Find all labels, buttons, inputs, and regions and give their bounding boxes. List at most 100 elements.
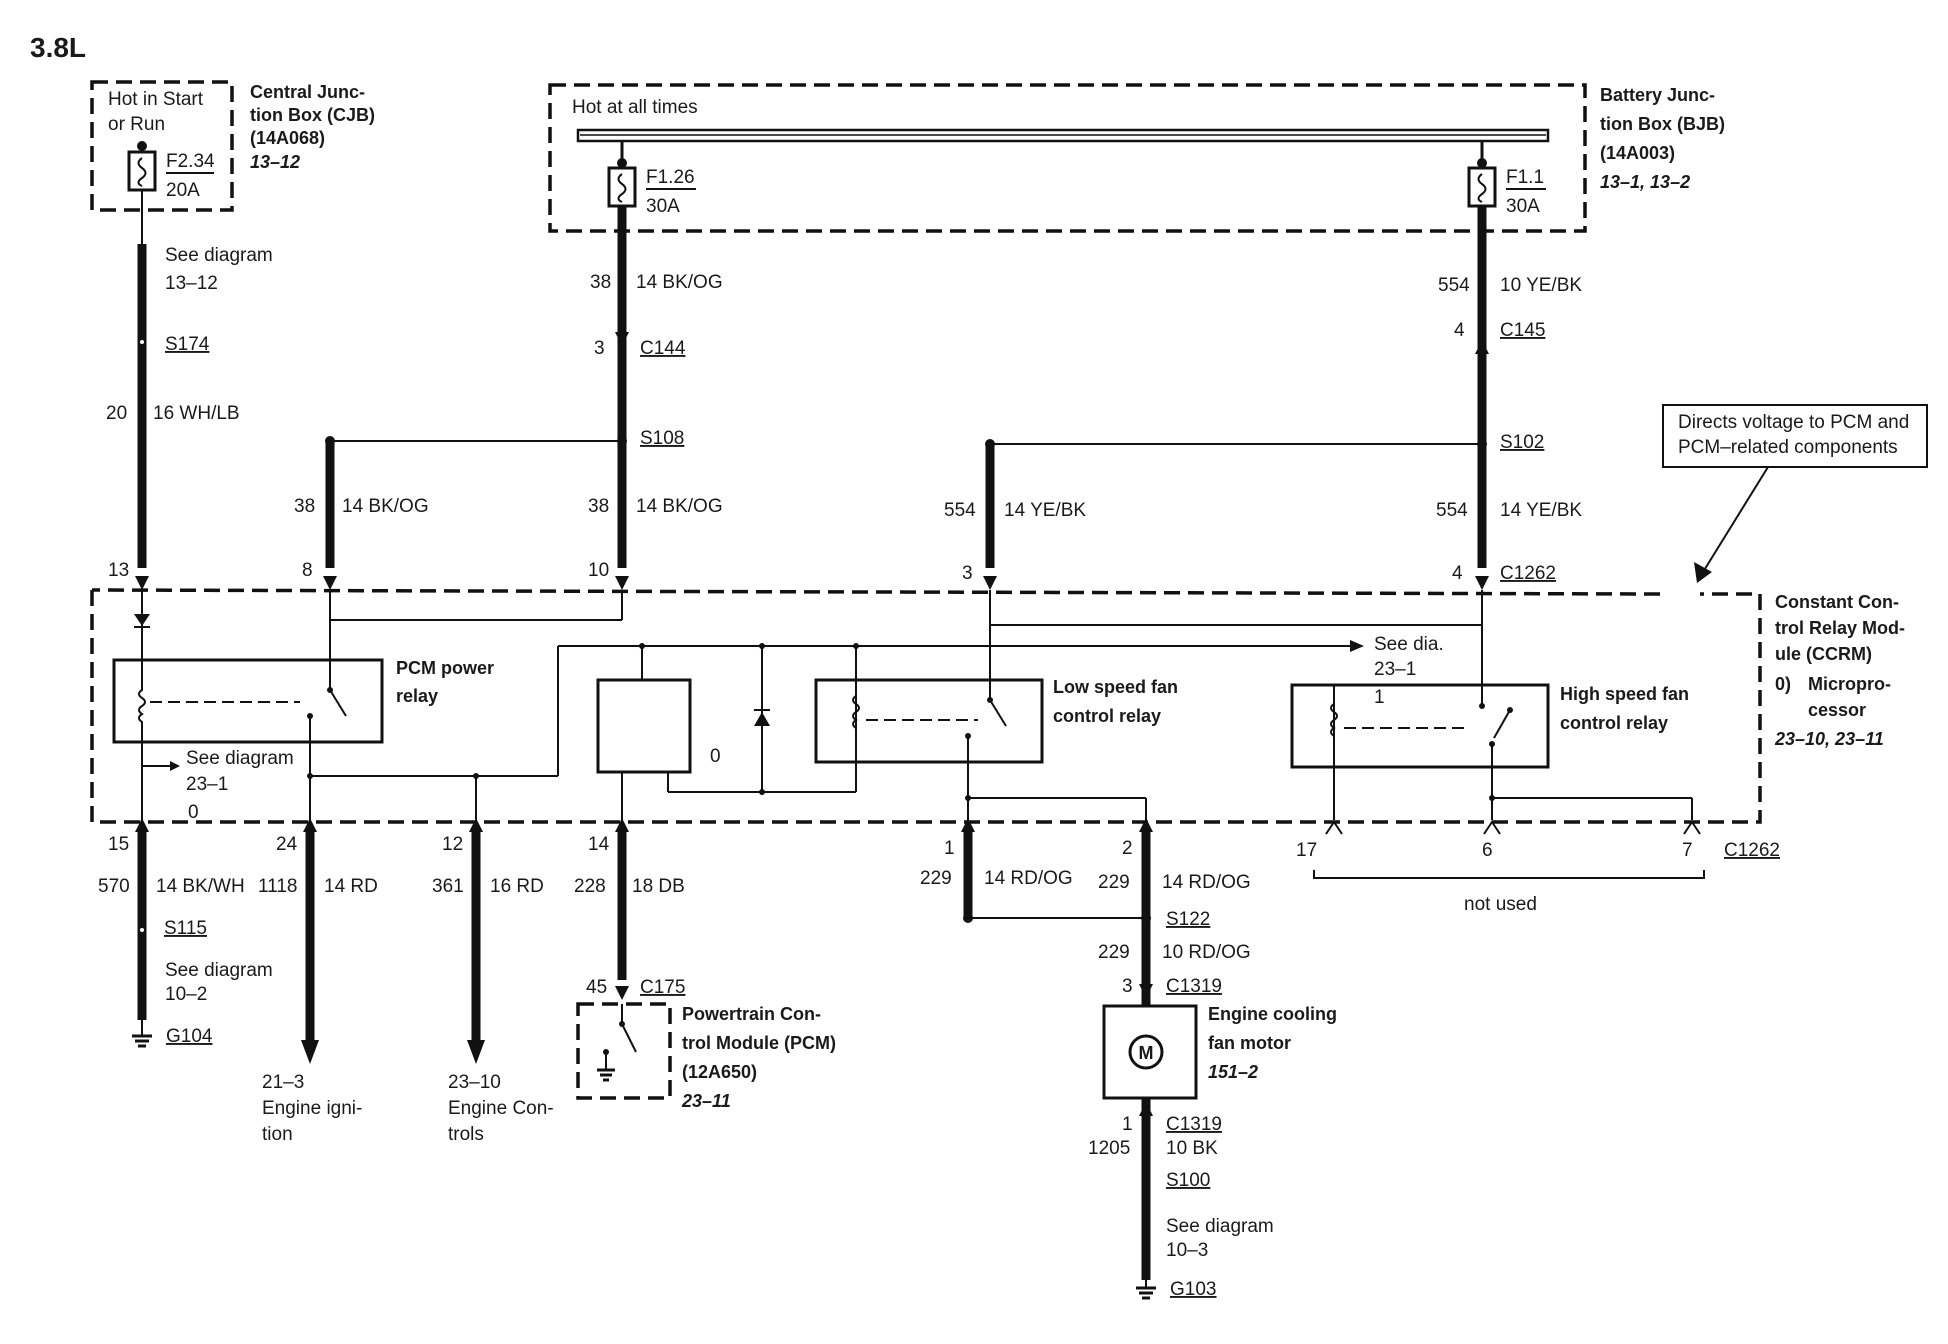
w361-gauge: 16 RD bbox=[490, 876, 544, 897]
ccrm-micro-2: cessor bbox=[1808, 700, 1866, 720]
high-relay-label-2: control relay bbox=[1560, 713, 1668, 733]
bjb-name-3: (14A003) bbox=[1600, 143, 1675, 163]
cjb-name-3: (14A068) bbox=[250, 128, 325, 148]
wire-s102-branch bbox=[983, 206, 1489, 590]
low-relay-label-1: Low speed fan bbox=[1053, 677, 1178, 697]
w38c-gauge: 14 BK/OG bbox=[636, 496, 723, 517]
w229c-circuit: 229 bbox=[1098, 942, 1130, 963]
g104-see-2: 10–2 bbox=[165, 984, 207, 1005]
see-dia-top-1: See dia. bbox=[1374, 634, 1444, 655]
w20-gauge: 16 WH/LB bbox=[153, 403, 240, 424]
connector-c1262-top: C1262 bbox=[1500, 563, 1556, 584]
splice-s108: S108 bbox=[640, 428, 684, 449]
w554c-gauge: 14 YE/BK bbox=[1500, 500, 1582, 521]
micro-pin-marker: 0 bbox=[710, 746, 721, 767]
wire-361 bbox=[467, 832, 485, 1064]
cjb-name-1: Central Junc- bbox=[250, 82, 365, 102]
micro-marker: 0 bbox=[188, 802, 199, 823]
ctl-ref-1: 23–10 bbox=[448, 1072, 501, 1093]
connector-c145: C145 bbox=[1500, 320, 1545, 341]
pin-3: 3 bbox=[962, 563, 973, 584]
cjb-see-2: 13–12 bbox=[165, 273, 218, 294]
pcm-ref: 23–11 bbox=[681, 1091, 731, 1111]
bjb-fuse2-rating: 30A bbox=[1506, 196, 1540, 217]
ground-g103: G103 bbox=[1170, 1279, 1216, 1300]
w1205-circuit: 1205 bbox=[1088, 1138, 1130, 1159]
cjb-fuse-id: F2.34 bbox=[166, 151, 215, 172]
w1118-circuit: 1118 bbox=[258, 876, 297, 897]
cjb-hot-line2: or Run bbox=[108, 114, 165, 135]
not-used-label: not used bbox=[1464, 894, 1537, 915]
ccrm-micro-1: Micropro- bbox=[1808, 674, 1891, 694]
splice-s102: S102 bbox=[1500, 432, 1544, 453]
g103-see-1: See diagram bbox=[1166, 1216, 1274, 1237]
pin-12: 12 bbox=[442, 834, 463, 855]
ccrm-bottom-connectors bbox=[135, 818, 1701, 835]
wire-228-pcm bbox=[576, 832, 672, 1100]
w570-circuit: 570 bbox=[98, 876, 130, 897]
w554a-gauge: 10 YE/BK bbox=[1500, 275, 1582, 296]
pin-1: 1 bbox=[944, 838, 955, 859]
battery-junction-box: Hot at all times F1.26 30A F1.1 30A Batt… bbox=[548, 83, 1725, 233]
motor-ref: 151–2 bbox=[1208, 1062, 1258, 1082]
motor-name-1: Engine cooling bbox=[1208, 1004, 1337, 1024]
cjb-hot-line1: Hot in Start bbox=[108, 89, 204, 110]
cjb-name-2: tion Box (CJB) bbox=[250, 105, 375, 125]
w554c-circuit: 554 bbox=[1436, 500, 1468, 521]
wire-1118 bbox=[301, 832, 319, 1064]
w554b-circuit: 554 bbox=[944, 500, 976, 521]
c145-pin: 4 bbox=[1454, 320, 1465, 341]
splice-s100: S100 bbox=[1166, 1170, 1210, 1191]
pin-24: 24 bbox=[276, 834, 298, 855]
ign-ref-2: Engine igni- bbox=[262, 1098, 362, 1119]
pcm-relay-label-2: relay bbox=[396, 686, 438, 706]
splice-s174: S174 bbox=[165, 334, 210, 355]
see-dia-top-2: 23–1 bbox=[1374, 659, 1416, 680]
ign-ref-3: tion bbox=[262, 1124, 293, 1145]
w1205-gauge: 10 BK bbox=[1166, 1138, 1218, 1159]
w228-circuit: 228 bbox=[574, 876, 606, 897]
pcm-name-3: (12A650) bbox=[682, 1062, 757, 1082]
bjb-ref: 13–1, 13–2 bbox=[1600, 172, 1690, 192]
bjb-name-2: tion Box (BJB) bbox=[1600, 114, 1725, 134]
bjb-name-1: Battery Junc- bbox=[1600, 85, 1715, 105]
ccrm-micro-0: 0) bbox=[1775, 674, 1791, 694]
bjb-fuse1-id: F1.26 bbox=[646, 167, 695, 188]
splice-s122: S122 bbox=[1166, 909, 1210, 930]
pin-8: 8 bbox=[302, 560, 313, 581]
bjb-hot-text: Hot at all times bbox=[572, 97, 698, 118]
w38b-circuit: 38 bbox=[294, 496, 315, 517]
cjb-fuse-rating: 20A bbox=[166, 180, 200, 201]
c1319a-pin: 3 bbox=[1122, 976, 1133, 997]
bjb-fuse2-id: F1.1 bbox=[1506, 167, 1544, 188]
w229a-circuit: 229 bbox=[920, 868, 952, 889]
high-relay-pin-1: 1 bbox=[1374, 687, 1385, 708]
see-dia-left-2: 23–1 bbox=[186, 774, 228, 795]
ccrm-name-1: Constant Con- bbox=[1775, 592, 1899, 612]
pin-6: 6 bbox=[1482, 840, 1493, 861]
central-junction-box: Hot in Start or Run F2.34 20A Central Ju… bbox=[90, 80, 375, 212]
see-dia-left-1: See diagram bbox=[186, 748, 294, 769]
pin-10: 10 bbox=[588, 560, 609, 581]
wire-229-fan bbox=[963, 832, 1198, 1300]
pin-7: 7 bbox=[1682, 840, 1693, 861]
pin-2: 2 bbox=[1122, 838, 1133, 859]
ccrm-ref: 23–10, 23–11 bbox=[1774, 729, 1884, 749]
fuse-f1-26 bbox=[607, 141, 637, 208]
connector-c1262-bottom: C1262 bbox=[1724, 840, 1780, 861]
w38b-gauge: 14 BK/OG bbox=[342, 496, 429, 517]
cjb-ref: 13–12 bbox=[250, 152, 300, 172]
callout-line2: PCM–related components bbox=[1678, 437, 1898, 458]
low-relay-label-2: control relay bbox=[1053, 706, 1161, 726]
w554a-circuit: 554 bbox=[1438, 275, 1470, 296]
constant-control-relay-module: Constant Con- trol Relay Mod- ule (CCRM)… bbox=[90, 588, 1905, 824]
c1319b-pin: 1 bbox=[1122, 1114, 1133, 1135]
cjb-see-1: See diagram bbox=[165, 245, 273, 266]
ground-g104: G104 bbox=[166, 1026, 213, 1047]
ccrm-name-3: ule (CCRM) bbox=[1775, 644, 1872, 664]
fuse-f1-1 bbox=[1467, 141, 1497, 208]
wire-cjb-feed bbox=[135, 190, 149, 590]
ccrm-name-2: trol Relay Mod- bbox=[1775, 618, 1905, 638]
pcm-relay-label-1: PCM power bbox=[396, 658, 494, 678]
